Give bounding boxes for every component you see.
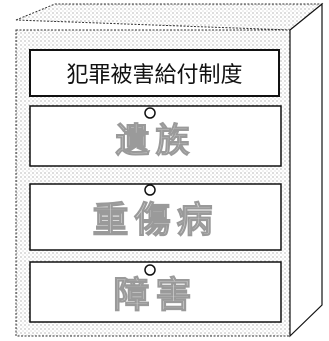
drawer-2-knob bbox=[144, 184, 156, 196]
drawer-1 bbox=[29, 105, 282, 167]
drawer-3 bbox=[29, 261, 282, 323]
drawer-1-knob bbox=[144, 107, 156, 119]
drawer-3-knob bbox=[144, 264, 156, 276]
drawer-2 bbox=[29, 183, 282, 251]
drawer-1-label: 遺族 bbox=[115, 120, 196, 161]
cabinet-label: 犯罪被害給付制度 bbox=[66, 63, 243, 88]
drawer-3-label: 障害 bbox=[113, 275, 198, 317]
cabinet-top-face bbox=[15, 3, 324, 31]
cabinet-side-face bbox=[289, 2, 323, 338]
drawer-2-label: 重傷病 bbox=[92, 200, 219, 242]
label-plate bbox=[29, 49, 280, 97]
